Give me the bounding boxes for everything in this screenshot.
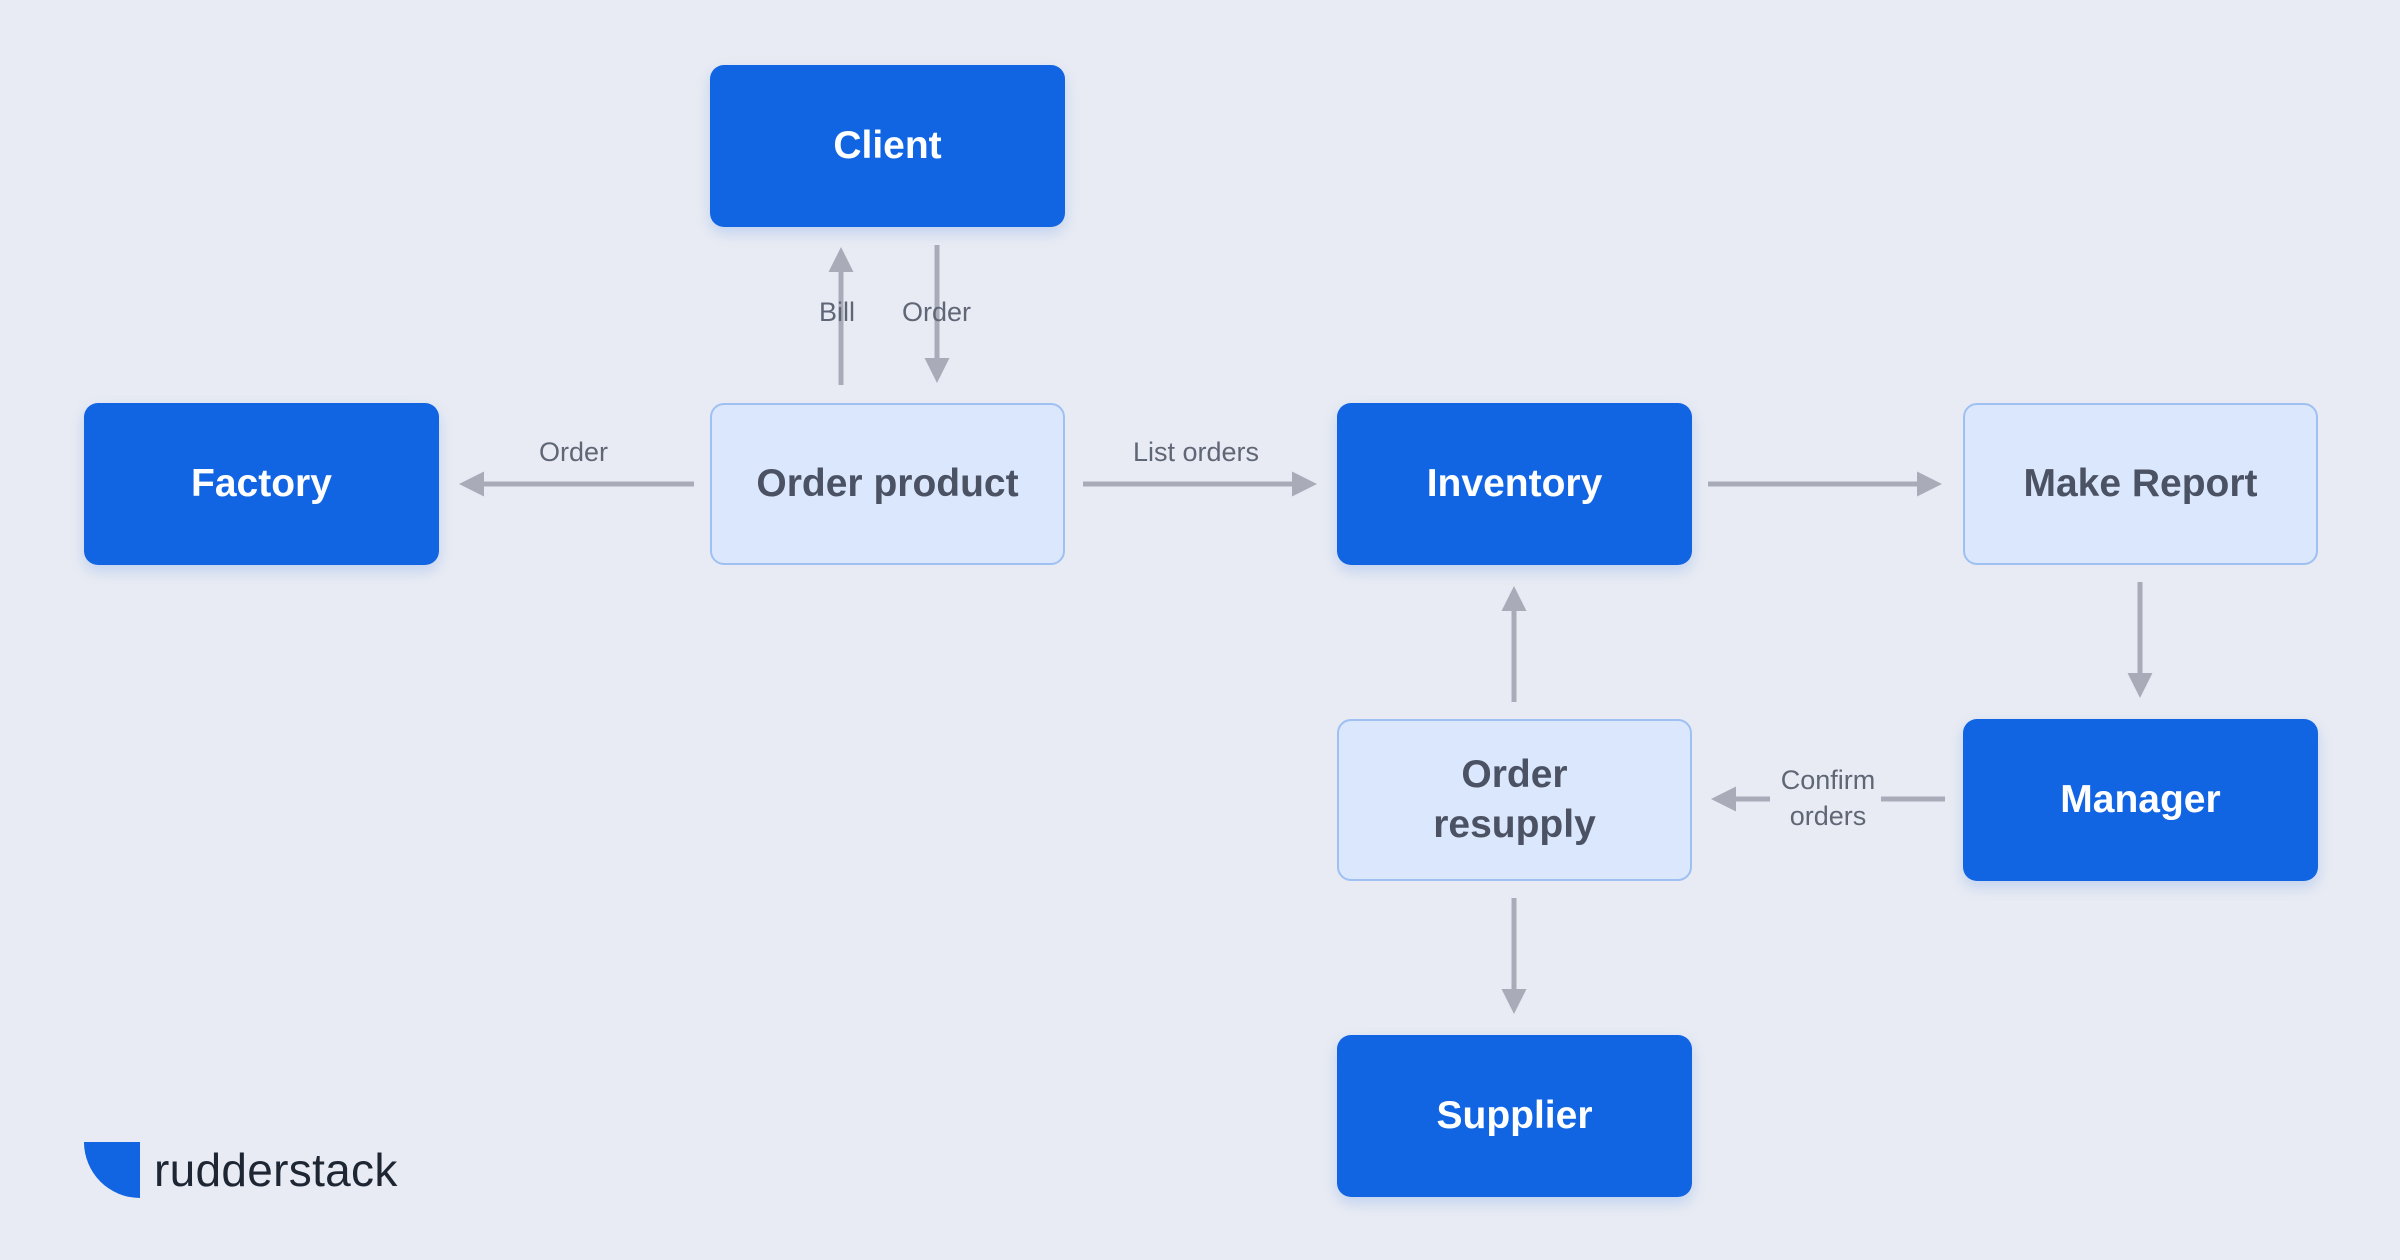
node-factory[interactable]: Factory	[84, 403, 439, 565]
node-make-report[interactable]: Make Report	[1963, 403, 2318, 565]
rudderstack-logo-icon	[84, 1142, 140, 1198]
node-order-product[interactable]: Order product	[710, 403, 1065, 565]
label-list-orders: List orders	[1133, 437, 1260, 467]
node-supplier[interactable]: Supplier	[1337, 1035, 1692, 1197]
node-client[interactable]: Client	[710, 65, 1065, 227]
brand-logo: rudderstack	[84, 1142, 398, 1198]
node-inventory[interactable]: Inventory	[1337, 403, 1692, 565]
label-order-to-product: Order	[902, 297, 972, 327]
node-manager[interactable]: Manager	[1963, 719, 2318, 881]
label-order-to-factory: Order	[539, 437, 609, 467]
node-order-resupply[interactable]: Order resupply	[1337, 719, 1692, 881]
label-bill: Bill	[819, 297, 856, 327]
label-confirm-orders: Confirm orders	[1780, 765, 1876, 831]
brand-name: rudderstack	[154, 1144, 398, 1196]
